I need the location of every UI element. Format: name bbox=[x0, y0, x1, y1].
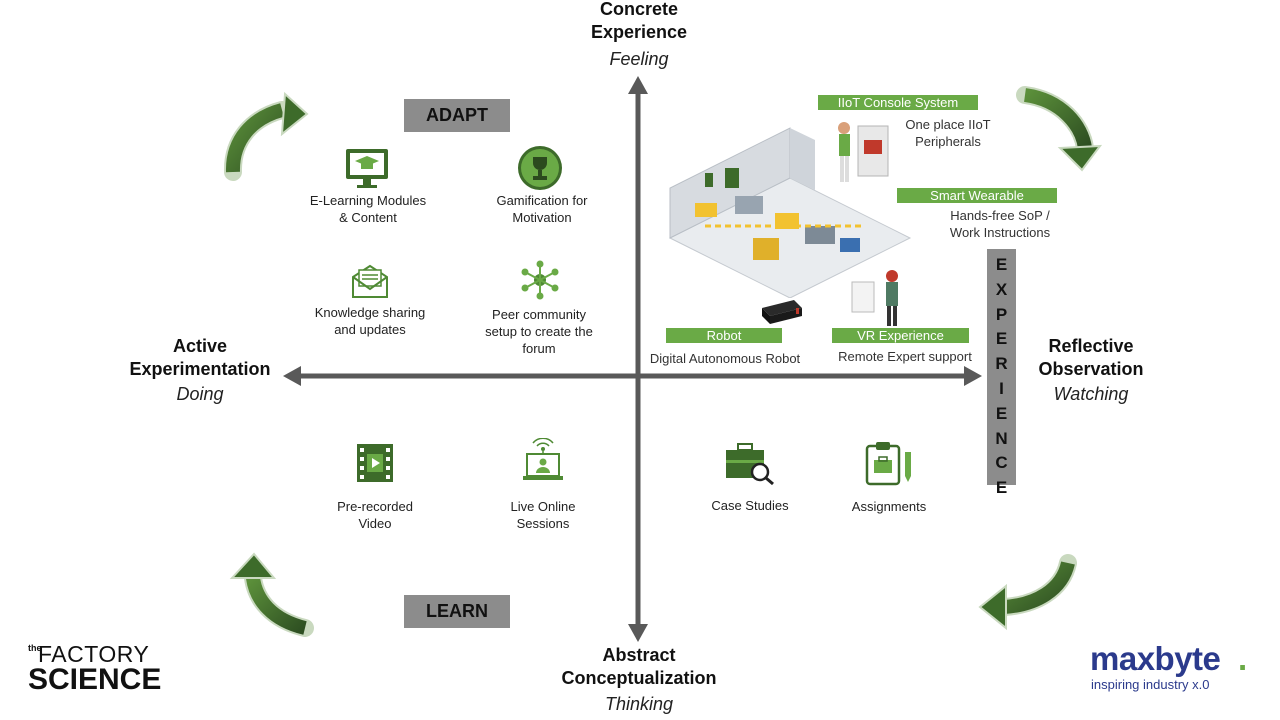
video-film-icon bbox=[355, 442, 395, 489]
robot-illustration bbox=[760, 298, 804, 326]
trophy-icon bbox=[517, 145, 563, 196]
vertical-axis-bottom-arrowhead bbox=[628, 624, 648, 642]
elearning-label: E-Learning Modules& Content bbox=[309, 193, 427, 225]
factory-science-logo-the: the bbox=[28, 643, 42, 653]
vr-experience-desc: Remote Expert support bbox=[838, 349, 972, 364]
horizontal-axis-right-arrowhead bbox=[964, 366, 982, 386]
factory-science-logo: the FACTORY SCIENCE bbox=[28, 641, 162, 698]
maxbyte-logo-name: maxbyte bbox=[1090, 640, 1221, 677]
iiot-console-illustration bbox=[836, 118, 896, 188]
smart-wearable-desc: Hands-free SoP /Work Instructions bbox=[949, 208, 1051, 240]
cycle-arrow-top-right-icon bbox=[1016, 86, 1103, 172]
maxbyte-logo-dot: . bbox=[1238, 640, 1248, 677]
adapt-phase-box: ADAPT bbox=[404, 99, 510, 132]
iiot-console-tag: IIoT Console System bbox=[818, 95, 978, 110]
newsletter-envelope-icon bbox=[350, 262, 390, 305]
learn-phase-box: LEARN bbox=[404, 595, 510, 628]
live-session-laptop-icon bbox=[521, 437, 565, 489]
network-hub-icon bbox=[520, 260, 560, 305]
smart-wearable-tag: Smart Wearable bbox=[897, 188, 1057, 203]
horizontal-axis-left-arrowhead bbox=[283, 366, 301, 386]
smart-factory-illustration bbox=[665, 108, 915, 299]
axis-left-subtitle: Doing bbox=[176, 384, 224, 404]
briefcase-search-icon bbox=[724, 442, 776, 491]
cycle-arrow-bottom-right-icon bbox=[978, 554, 1077, 631]
cycle-arrow-top-left-icon bbox=[224, 91, 309, 181]
maxbyte-tagline: inspiring industry x.0 bbox=[1091, 677, 1210, 692]
axis-right-subtitle: Watching bbox=[1053, 384, 1129, 404]
factory-science-logo-factory: FACTORY bbox=[38, 641, 150, 667]
robot-tag: Robot bbox=[666, 328, 782, 343]
case-studies-label: Case Studies bbox=[711, 498, 789, 513]
factory-science-logo-science: SCIENCE bbox=[28, 663, 162, 696]
robot-desc: Digital Autonomous Robot bbox=[649, 351, 801, 366]
vertical-axis-top-arrowhead bbox=[628, 76, 648, 94]
axis-top-subtitle: Feeling bbox=[609, 49, 669, 69]
maxbyte-logo: maxbyte . inspiring industry x.0 bbox=[1090, 640, 1262, 696]
elearning-monitor-icon bbox=[344, 147, 390, 194]
vr-operator-illustration bbox=[850, 268, 905, 328]
vr-experience-tag: VR Experience bbox=[832, 328, 969, 343]
assignments-label: Assignments bbox=[851, 499, 927, 514]
clipboard-pencil-icon bbox=[865, 440, 913, 491]
cycle-arrow-bottom-left-icon bbox=[229, 552, 314, 637]
axis-bottom-subtitle: Thinking bbox=[604, 694, 674, 714]
